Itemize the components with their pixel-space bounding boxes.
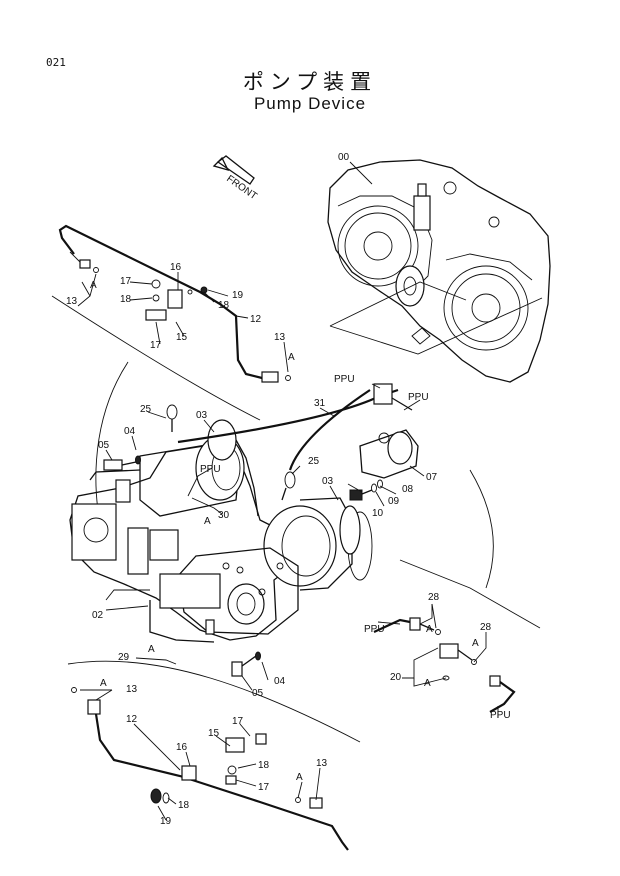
eyebolt-25-lower — [281, 471, 296, 501]
callout-16-a: 16 — [170, 262, 182, 273]
bolt-10 — [349, 479, 383, 501]
ref-a-5: A — [100, 678, 107, 689]
housing-leader — [329, 281, 467, 327]
callout-03-b: 03 — [322, 476, 334, 487]
page-number: 021 — [46, 56, 66, 69]
callout-03-a: 03 — [196, 410, 208, 421]
callout-18-a: 18 — [120, 294, 132, 305]
callout-labels: 00 03 03 04 04 05 05 07 08 09 10 12 12 1… — [66, 152, 492, 827]
main-pump-body — [69, 435, 373, 643]
right-fitting-assembly — [373, 617, 516, 713]
callout-17-b: 17 — [150, 340, 162, 351]
ref-a-1: A — [90, 280, 97, 291]
ppu-label-4: PPU — [364, 624, 385, 635]
callout-19-a: 19 — [232, 290, 244, 301]
hose-31 — [177, 388, 399, 444]
callout-15-b: 15 — [208, 728, 220, 739]
flange-03-upper — [207, 419, 237, 461]
ref-a-6: A — [426, 624, 433, 635]
callout-25-b: 25 — [308, 456, 320, 467]
callout-13-a: 13 — [66, 296, 78, 307]
ppu-label-1: PPU — [334, 374, 355, 385]
callout-15-a: 15 — [176, 332, 188, 343]
callout-12-a: 12 — [250, 314, 262, 325]
title-japanese: ポンプ装置 — [242, 70, 378, 94]
callout-09: 09 — [388, 496, 400, 507]
ref-a-9: A — [296, 772, 303, 783]
title-english: Pump Device — [253, 94, 367, 113]
callout-13-c: 13 — [126, 684, 138, 695]
section-boundary-lower — [67, 660, 361, 743]
bolt-05-upper — [103, 455, 141, 471]
front-arrow: FRONT — [212, 155, 259, 202]
callout-05-a: 05 — [98, 440, 110, 451]
housing-leader-2 — [329, 297, 543, 355]
callout-02: 02 — [92, 610, 104, 621]
callout-28-a: 28 — [428, 592, 440, 603]
lower-pipe-assembly — [71, 687, 349, 851]
ref-a-8: A — [424, 678, 431, 689]
callout-16-b: 16 — [176, 742, 188, 753]
reference-letters: A A A A A A A A A — [90, 280, 479, 783]
callout-18-d: 18 — [178, 800, 190, 811]
callout-05-b: 05 — [252, 688, 264, 699]
section-boundary-right — [469, 469, 494, 589]
transmission-housing — [327, 159, 551, 383]
callout-28-b: 28 — [480, 622, 492, 633]
ref-a-4: A — [148, 644, 155, 655]
right-section-leader — [399, 559, 541, 629]
callout-29: 29 — [118, 652, 130, 663]
callout-25-a: 25 — [140, 404, 152, 415]
hose-31-branch — [288, 389, 371, 471]
callout-10: 10 — [372, 508, 384, 519]
ref-a-7: A — [472, 638, 479, 649]
callout-leaders — [77, 161, 499, 821]
ref-a-3: A — [204, 516, 211, 527]
callout-04-b: 04 — [274, 676, 286, 687]
bolt-05-lower — [231, 651, 261, 677]
upper-pipe-assembly — [58, 224, 291, 383]
callout-04-a: 04 — [124, 426, 136, 437]
callout-13-b: 13 — [274, 332, 286, 343]
ref-a-2: A — [288, 352, 295, 363]
ppu-label-5: PPU — [490, 710, 511, 721]
callout-18-c: 18 — [258, 760, 270, 771]
section-boundary-upper — [51, 295, 261, 421]
callout-00: 00 — [338, 152, 350, 163]
pump-07 — [359, 383, 419, 479]
callout-13-d: 13 — [316, 758, 328, 769]
callout-17-d: 17 — [258, 782, 270, 793]
callout-12-b: 12 — [126, 714, 138, 725]
flange-03-lower — [339, 505, 361, 555]
callout-30: 30 — [218, 510, 230, 521]
callout-17-a: 17 — [120, 276, 132, 287]
callout-31-a: 31 — [314, 398, 326, 409]
callout-17-c: 17 — [232, 716, 244, 727]
callout-18-b: 18 — [218, 300, 230, 311]
eyebolt-25-upper — [166, 404, 178, 432]
callout-07: 07 — [426, 472, 438, 483]
callout-08: 08 — [402, 484, 414, 495]
callout-19-b: 19 — [160, 816, 172, 827]
callout-20: 20 — [390, 672, 402, 683]
ppu-label-2: PPU — [408, 392, 429, 403]
